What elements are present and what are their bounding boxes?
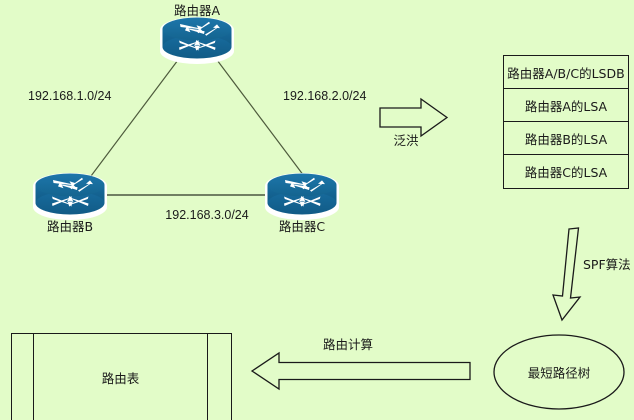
- router-c-label: 路由器C: [278, 219, 326, 234]
- route-calc-arrow-outline: [250, 351, 471, 391]
- spf-arrow-shape: [552, 227, 582, 322]
- link-a-c: [216, 59, 308, 181]
- lsdb-row-lsdb: 路由器A/B/C的LSDB: [504, 56, 628, 89]
- link-b-c-label: 192.168.3.0/24: [165, 208, 249, 222]
- flood-arrow-shape: [379, 97, 449, 138]
- routing-table-right-column: [207, 334, 231, 420]
- router-b-icon: [33, 173, 107, 220]
- topology-links: [87, 59, 308, 196]
- link-a-c-label: 192.168.2.0/24: [283, 89, 367, 103]
- routing-table-left-column: [12, 334, 34, 420]
- spf-arrow-label: SPF算法: [583, 257, 631, 272]
- lsdb-row-lsa-a: 路由器A的LSA: [504, 89, 628, 122]
- lsdb-table: 路由器A/B/C的LSDB 路由器A的LSA 路由器B的LSA 路由器C的LSA: [503, 55, 629, 189]
- router-c-icon: [265, 173, 339, 220]
- flood-arrow-label: 泛洪: [393, 133, 419, 148]
- router-b-label: 路由器B: [46, 219, 94, 234]
- router-a-icon: [160, 17, 234, 64]
- routing-table-label: 路由表: [101, 370, 140, 386]
- route-calc-arrow-label: 路由计算: [322, 337, 374, 352]
- lsdb-row-lsa-b: 路由器B的LSA: [504, 122, 628, 155]
- shortest-path-tree-label: 最短路径树: [527, 365, 591, 381]
- link-a-b-label: 192.168.1.0/24: [28, 89, 112, 103]
- router-a-label: 路由器A: [173, 3, 221, 18]
- link-a-b: [87, 59, 179, 181]
- lsdb-row-lsa-c: 路由器C的LSA: [524, 165, 608, 180]
- routing-table-box: 路由表: [11, 333, 232, 420]
